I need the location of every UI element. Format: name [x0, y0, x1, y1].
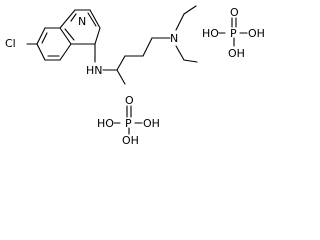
phosphate-2-oxygen-label: O — [125, 94, 134, 107]
phosphate-2-hydroxyl-left-label: HO — [97, 117, 114, 130]
phosphate-2-hydroxyl-right-label: OH — [143, 117, 160, 130]
chlorine-label: Cl — [5, 37, 16, 50]
quinoline-nitrogen-label: N — [78, 15, 86, 28]
phosphate-1-hydroxyl-left-label: HO — [202, 27, 219, 40]
amine-nh-label: HN — [86, 64, 103, 77]
tertiary-amine-nitrogen-label: N — [170, 32, 178, 45]
phosphate-1-oxygen-label: O — [230, 6, 239, 19]
phosphoric-acid-1: O OH P HO OH — [202, 6, 265, 60]
phosphate-1-phosphorus-label: P — [230, 27, 237, 40]
phosphate-2-phosphorus-label: P — [125, 117, 132, 130]
phosphate-2-hydroxyl-bottom-label: OH — [122, 134, 139, 144]
quinoline-ring-system — [26, 9, 101, 61]
chloroquine-phosphate-structure: N Cl HN N O OH P HO OH O OH — [5, 5, 265, 144]
side-chain-bonds — [94, 5, 198, 85]
phosphate-1-hydroxyl-right-label: OH — [248, 27, 265, 40]
phosphate-1-hydroxyl-bottom-label: OH — [228, 47, 245, 60]
phosphoric-acid-2: O OH P HO OH — [97, 94, 160, 144]
